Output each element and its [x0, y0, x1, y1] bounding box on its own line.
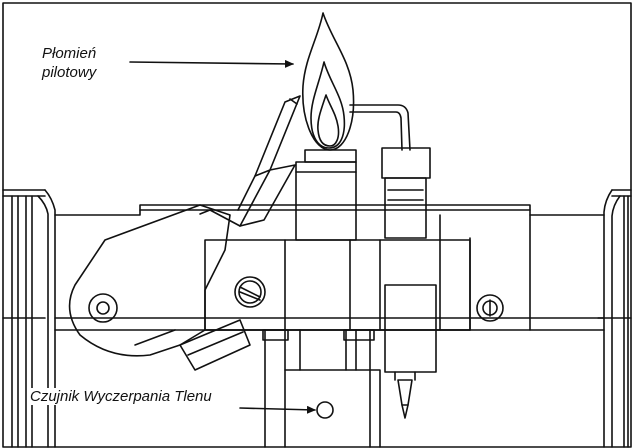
- spark-electrode: [349, 104, 431, 239]
- pivot-arm: [68, 204, 251, 371]
- electrode-plug: [384, 284, 437, 419]
- oxygen-sensor-label: Czujnik Wyczerpania Tlenu: [28, 388, 214, 405]
- thermocouple-tube: [199, 95, 301, 227]
- pilot-flame-label-line2: pilotowy: [42, 64, 97, 81]
- pilot-burner: [295, 161, 357, 241]
- pilot-flame: [302, 12, 357, 163]
- valve-screw: [234, 276, 266, 308]
- mounting-plate: [54, 204, 605, 331]
- sensor-port: [316, 401, 334, 419]
- oxygen-sensor-arrow: [239, 405, 316, 414]
- pilot-flame-arrow: [129, 59, 294, 68]
- right-bolt: [476, 294, 504, 322]
- lower-pipes: [262, 329, 381, 448]
- left-bracket: [2, 189, 56, 448]
- pilot-flame-label: Płomień: [42, 45, 97, 62]
